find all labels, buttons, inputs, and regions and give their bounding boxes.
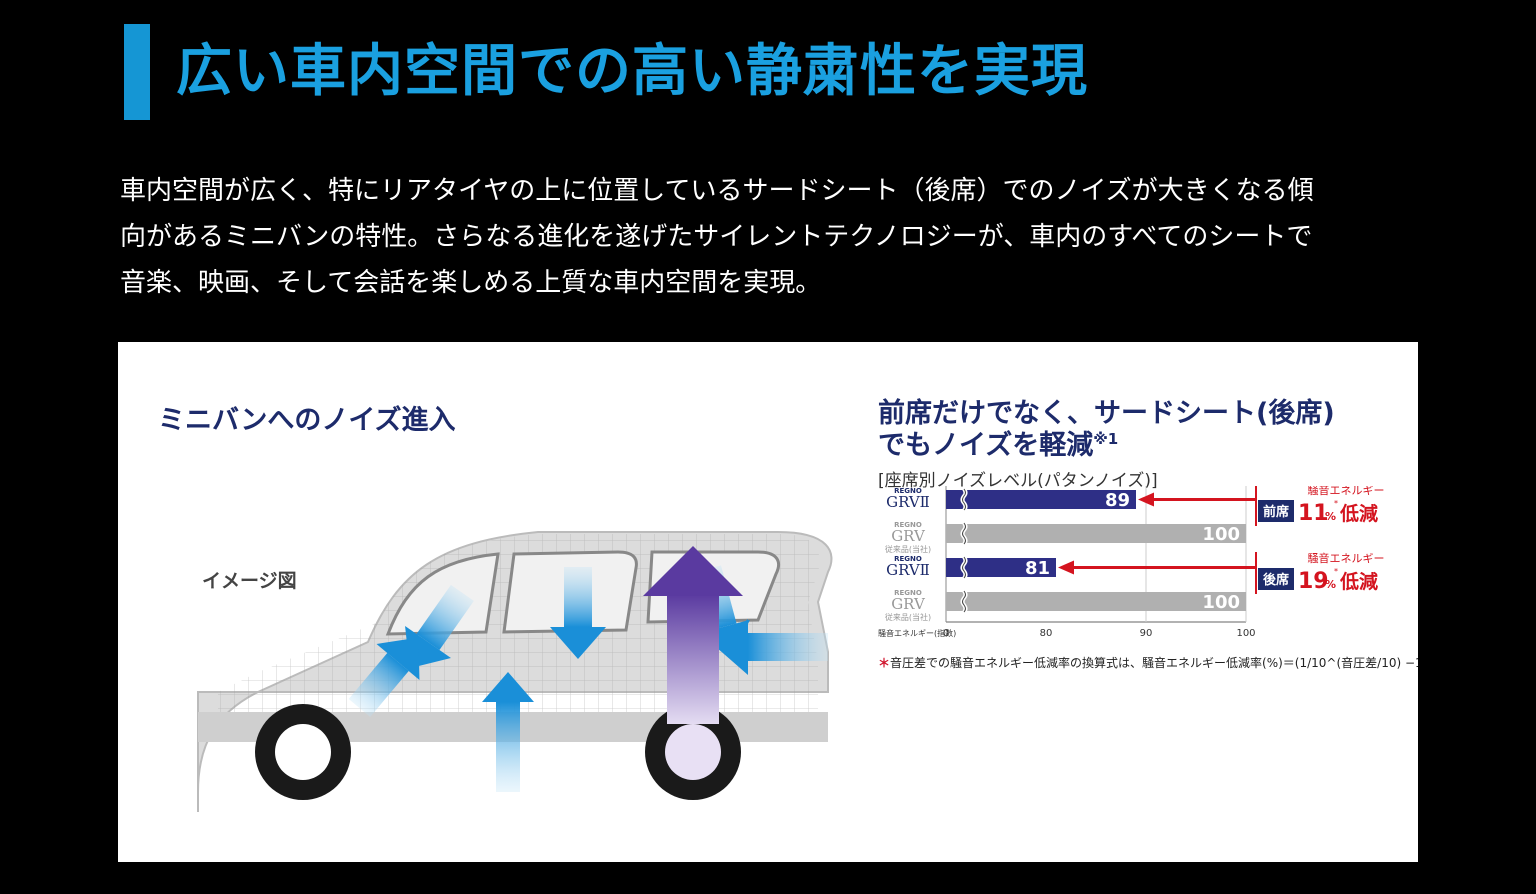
seat-badge-label: 後席 [1263, 572, 1289, 588]
reduction-unit: % [1325, 510, 1336, 523]
x-tick-label: 90 [1140, 628, 1153, 639]
reduction-text: 低減 [1339, 502, 1378, 525]
bar-value-label: 100 [1202, 592, 1240, 613]
seat-badge [1258, 500, 1294, 522]
chart-title-line-1: 前席だけでなく、サードシート(後席) [878, 398, 1335, 429]
chart-subtitle: [座席別ノイズレベル(パタンノイズ)] [878, 471, 1158, 491]
reduction-unit: % [1325, 578, 1336, 591]
x-axis-label: 騒音エネルギー(指数) [878, 628, 956, 638]
formula-footnote: ＊音圧差での騒音エネルギー低減率の換算式は、騒音エネルギー低減率(%)＝(1/1… [878, 656, 1418, 670]
image-caption: イメージ図 [202, 570, 297, 592]
product-name: GRV [891, 595, 926, 613]
product-brand: REGNO [894, 487, 922, 495]
bar-後席-0 [946, 558, 1056, 577]
bar-前席-0 [946, 490, 1136, 509]
product-name: GRVⅡ [886, 561, 930, 579]
x-tick-label: 80 [1040, 628, 1053, 639]
page-title: 広い車内空間での高い静粛性を実現 [176, 39, 1088, 104]
reduction-note: * [1334, 567, 1338, 576]
reduction-value: 11 [1298, 501, 1329, 526]
axis-break-line [962, 556, 966, 579]
x-tick-label: 100 [1236, 628, 1255, 639]
lead-line-3: 音楽、映画、そして会話を楽しめる上質な車内空間を実現。 [120, 268, 822, 298]
product-brand: REGNO [894, 555, 922, 563]
heading-number-bar [124, 24, 150, 120]
bar-value-label: 81 [1025, 558, 1050, 579]
product-brand: REGNO [894, 521, 922, 529]
noise-arrow-rear-tire [643, 546, 743, 724]
product-name: GRV [891, 527, 926, 545]
product-sub: 従来品(当社) [885, 612, 931, 622]
axis-break-line [962, 522, 966, 545]
noise-intrusion-title: ミニバンへのノイズ進入 [158, 405, 456, 436]
seat-badge [1258, 568, 1294, 590]
reduction-arrow-head [1138, 492, 1154, 507]
lead-paragraph: 車内空間が広く、特にリアタイヤの上に位置しているサードシート（後席）でのノイズが… [120, 168, 1420, 306]
reduction-note: * [1334, 499, 1338, 508]
reduction-text: 低減 [1339, 570, 1378, 593]
product-brand: REGNO [894, 589, 922, 597]
info-panel: ミニバンへのノイズ進入 [118, 342, 1418, 862]
noise-arrow-floor [482, 672, 534, 792]
bar-前席-1 [946, 524, 1246, 543]
noise-arrow-rear-side [716, 619, 828, 675]
noise-arrow-roof-middle [550, 567, 606, 659]
minivan-illustration [197, 531, 833, 812]
footnote-mark: ＊ [878, 656, 891, 670]
seat-badge-label: 前席 [1263, 504, 1289, 520]
energy-label: 騒音エネルギー [1308, 551, 1385, 565]
front-window [385, 552, 500, 636]
noise-arrow-front-floor [348, 637, 420, 717]
bar-後席-1 [946, 592, 1246, 611]
axis-break-line [962, 488, 966, 511]
x-tick-label: 0 [943, 628, 949, 639]
axis-break-line [962, 590, 966, 613]
reduction-value: 19 [1298, 569, 1329, 594]
product-name: GRVⅡ [886, 493, 930, 511]
bar-value-label: 100 [1202, 524, 1240, 545]
chart-title: 前席だけでなく、サードシート(後席) でもノイズを軽減※1 [878, 398, 1398, 462]
bar-value-label: 89 [1105, 490, 1130, 511]
lead-line-1: 車内空間が広く、特にリアタイヤの上に位置しているサードシート（後席）でのノイズが… [120, 176, 1314, 206]
lead-line-2: 向があるミニバンの特性。さらなる進化を遂げたサイレントテクノロジーが、車内のすべ… [120, 222, 1313, 252]
reduction-arrow-head [1058, 560, 1074, 575]
energy-label: 騒音エネルギー [1308, 486, 1385, 497]
product-sub: 従来品(当社) [885, 544, 931, 554]
chart-title-line-2: でもノイズを軽減※1 [878, 430, 1119, 461]
title-note: ※1 [1093, 430, 1119, 448]
